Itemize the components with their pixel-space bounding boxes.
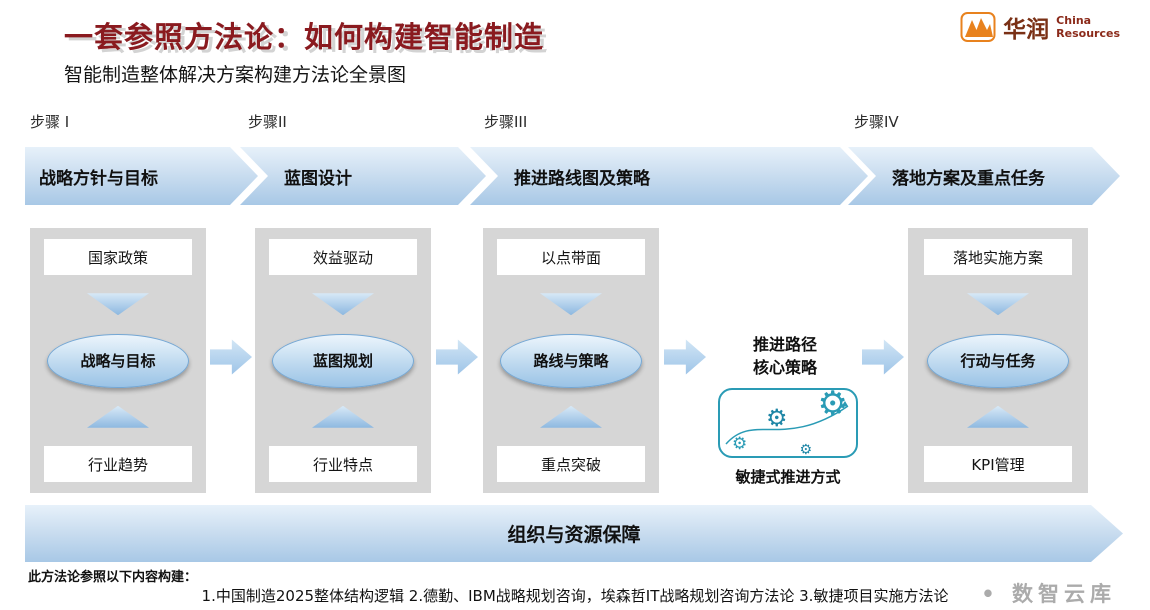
banner-step3: 推进路线图及策略 <box>470 147 868 205</box>
arrow-up-icon <box>87 405 149 428</box>
arrow-down-icon <box>87 293 149 316</box>
agile-label: 敏捷式推进方式 <box>735 468 841 486</box>
banner-step1: 战略方针与目标 <box>25 147 258 205</box>
panel-step1: 国家政策 战略与目标 行业趋势 <box>30 228 206 493</box>
page-title: 一套参照方法论：如何构建智能制造 <box>64 20 545 54</box>
panel3-bottom-box: 重点突破 <box>497 446 645 482</box>
page-subtitle: 智能制造整体解决方案构建方法论全景图 <box>64 64 407 86</box>
banner-step4: 落地方案及重点任务 <box>848 147 1120 205</box>
panel3-top-box: 以点带面 <box>497 239 645 275</box>
gear-icon: ⚙ <box>799 442 812 458</box>
arrow-up-icon <box>967 405 1029 428</box>
flow-arrow-icon <box>210 339 252 375</box>
panel3-core-ellipse: 路线与策略 <box>500 333 642 388</box>
agile-gears-box: ⚙ ⚙ ⚙ ⚙ <box>718 388 858 458</box>
mid-strategy-line2: 核心策略 <box>752 358 817 377</box>
footer-intro: 此方法论参照以下内容构建： <box>28 570 198 585</box>
logo-name-line2: Resources <box>1056 27 1120 40</box>
step-label-3: 步骤III <box>484 113 528 131</box>
mid-strategy-line1: 推进路径 <box>752 335 817 354</box>
panel4-core-ellipse: 行动与任务 <box>927 333 1069 388</box>
mountain-logo-icon <box>960 12 996 42</box>
arrow-down-icon <box>967 293 1029 316</box>
panel4-bottom-box: KPI管理 <box>924 446 1072 482</box>
panel-step3: 以点带面 路线与策略 重点突破 <box>483 228 659 493</box>
agile-path-icon <box>725 401 849 445</box>
panel-step4: 落地实施方案 行动与任务 KPI管理 <box>908 228 1088 493</box>
logo-company-name: China Resources <box>1056 14 1120 40</box>
banner-foundation: 组织与资源保障 <box>25 505 1123 562</box>
brand-logo: 华润 China Resources <box>960 10 1120 44</box>
step-label-4: 步骤IV <box>854 113 899 131</box>
arrow-up-icon <box>540 405 602 428</box>
watermark: • 数智云库 <box>981 582 1116 606</box>
gear-icon: ⚙ <box>817 388 848 424</box>
flow-arrow-icon <box>664 339 706 375</box>
arrow-down-icon <box>312 293 374 316</box>
panel1-bottom-box: 行业趋势 <box>44 446 192 482</box>
panel1-top-box: 国家政策 <box>44 239 192 275</box>
gear-icon: ⚙ <box>732 434 748 454</box>
step-label-2: 步骤II <box>248 113 287 131</box>
gear-icon: ⚙ <box>766 404 788 432</box>
panel2-top-box: 效益驱动 <box>269 239 417 275</box>
flow-arrow-icon <box>436 339 478 375</box>
arrow-down-icon <box>540 293 602 316</box>
logo-name-line1: China <box>1056 13 1092 27</box>
panel1-core-ellipse: 战略与目标 <box>47 333 189 388</box>
step-label-1: 步骤 I <box>30 113 70 131</box>
panel-step2: 效益驱动 蓝图规划 行业特点 <box>255 228 431 493</box>
footer-references: 1.中国制造2025整体结构逻辑 2.德勤、IBM战略规划咨询，埃森哲IT战略规… <box>201 587 949 605</box>
panel2-core-ellipse: 蓝图规划 <box>272 333 414 388</box>
arrow-up-icon <box>312 405 374 428</box>
banner-step2: 蓝图设计 <box>240 147 486 205</box>
flow-arrow-icon <box>862 339 904 375</box>
mid-strategy-text: 推进路径 核心策略 <box>705 333 865 379</box>
logo-brand-text: 华润 <box>1003 16 1050 43</box>
panel4-top-box: 落地实施方案 <box>924 239 1072 275</box>
panel2-bottom-box: 行业特点 <box>269 446 417 482</box>
